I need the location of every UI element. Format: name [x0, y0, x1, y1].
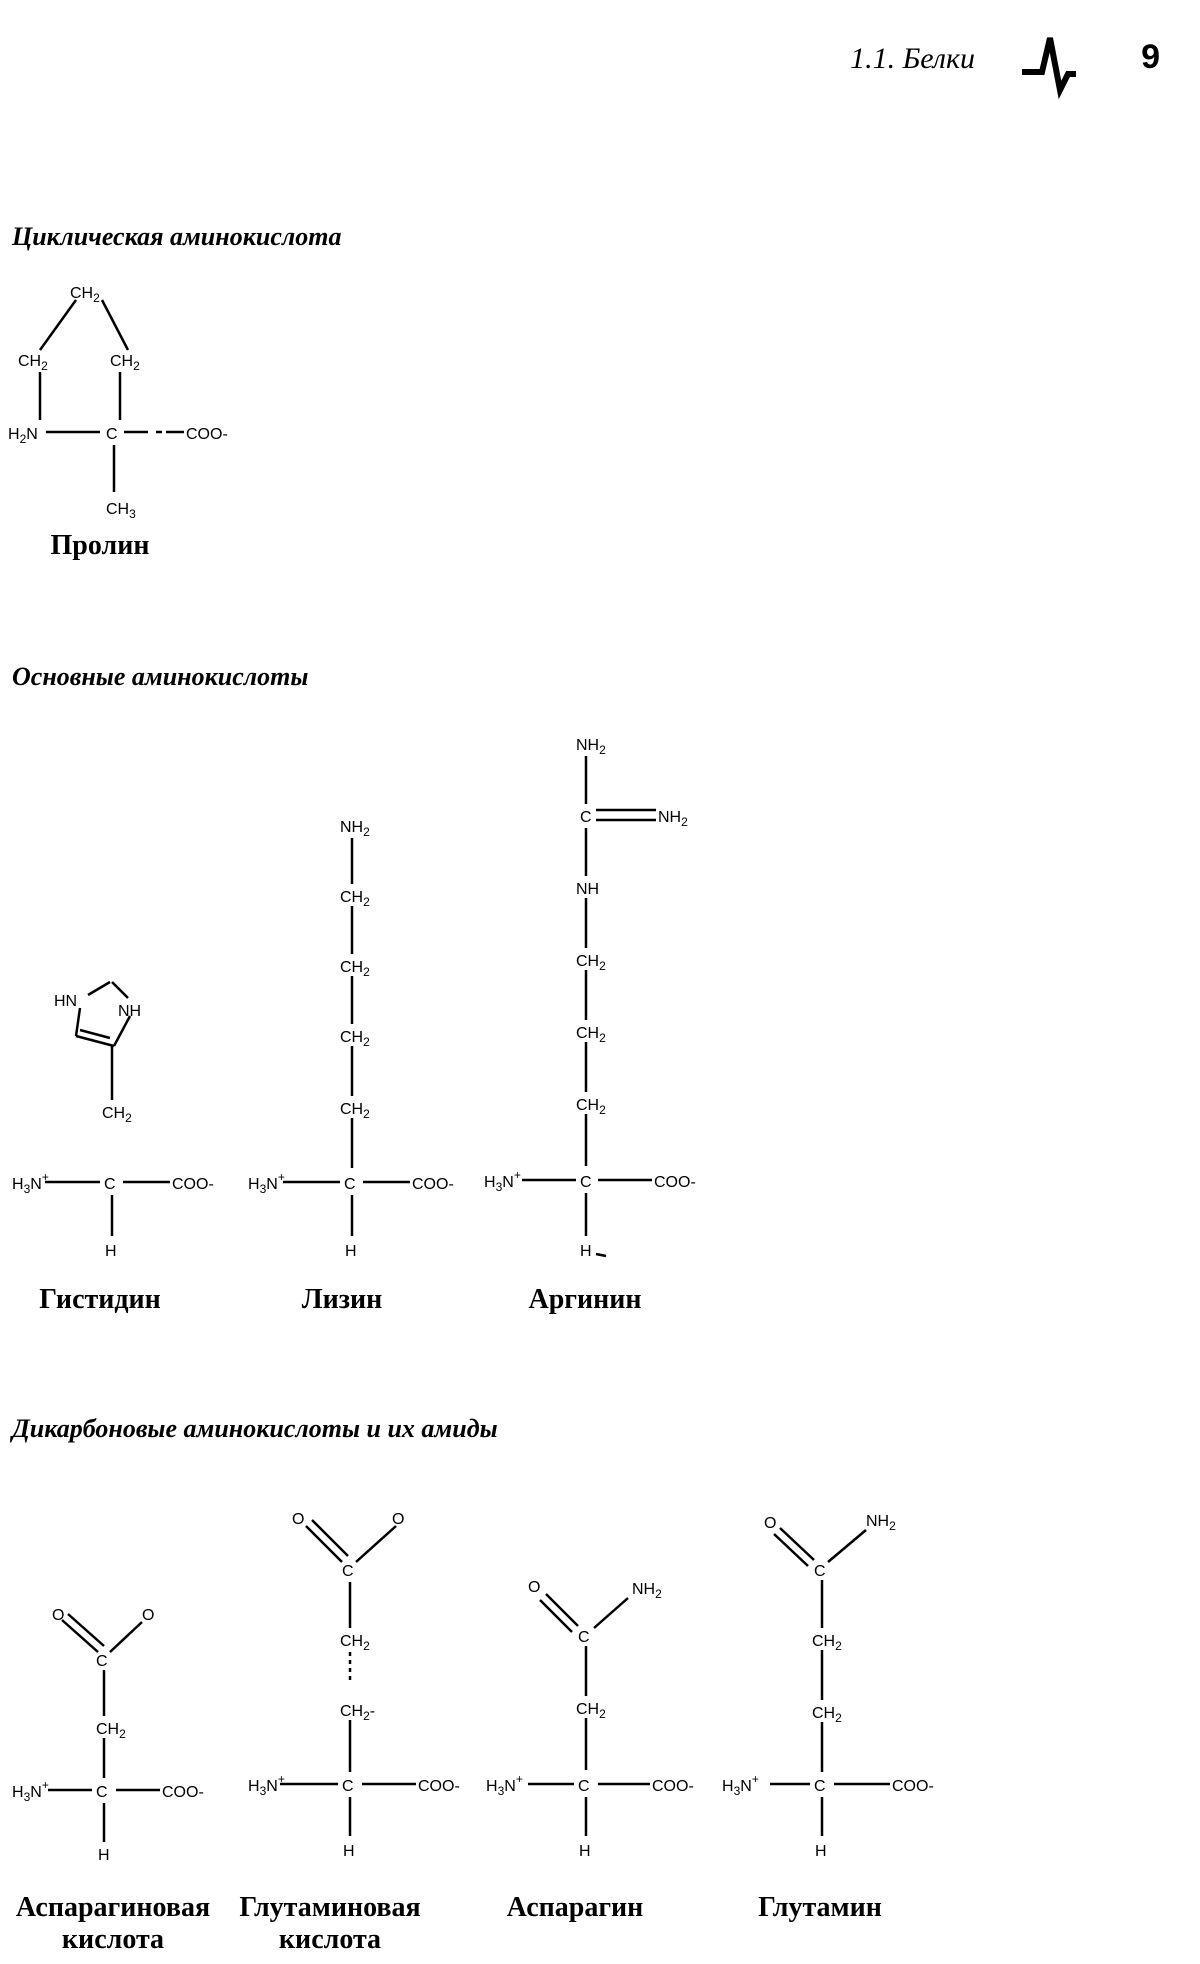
- svg-text:CH2: CH2: [812, 1633, 842, 1653]
- svg-text:CH2: CH2: [340, 1029, 370, 1049]
- svg-text:CH2: CH2: [340, 1101, 370, 1121]
- svg-text:COO-: COO-: [652, 1778, 694, 1795]
- svg-text:O: O: [392, 1511, 404, 1528]
- svg-text:CH2: CH2: [340, 959, 370, 979]
- svg-text:COO-: COO-: [412, 1176, 454, 1193]
- svg-text:COO-: COO-: [418, 1778, 460, 1795]
- name-arginine: Аргинин: [510, 1284, 660, 1316]
- svg-text:H: H: [580, 1243, 592, 1260]
- svg-text:C: C: [342, 1778, 354, 1795]
- name-proline: Пролин: [30, 530, 170, 562]
- svg-text:H3N+: H3N+: [248, 1772, 285, 1798]
- svg-text:H: H: [579, 1843, 591, 1860]
- svg-text:NH: NH: [576, 881, 599, 898]
- svg-text:CH2: CH2: [576, 1025, 606, 1045]
- svg-text:CH2-: CH2-: [340, 1703, 375, 1723]
- svg-text:H2N: H2N: [8, 426, 38, 446]
- svg-text:C: C: [578, 1778, 590, 1795]
- svg-text:NH2: NH2: [632, 1581, 662, 1601]
- svg-text:O: O: [764, 1515, 776, 1532]
- svg-text:NH: NH: [118, 1003, 141, 1020]
- svg-text:NH2: NH2: [658, 809, 688, 829]
- svg-text:NH2: NH2: [866, 1513, 896, 1533]
- svg-text:C: C: [814, 1563, 826, 1580]
- svg-text:CH2: CH2: [102, 1105, 132, 1125]
- svg-text:C: C: [106, 426, 118, 443]
- svg-text:O: O: [528, 1579, 540, 1596]
- svg-text:H3N+: H3N+: [12, 1170, 49, 1196]
- svg-text:H3N+: H3N+: [486, 1772, 523, 1798]
- svg-text:COO-: COO-: [172, 1176, 214, 1193]
- svg-text:CH2: CH2: [576, 1701, 606, 1721]
- svg-text:H3N+: H3N+: [248, 1170, 285, 1196]
- name-glutamine: Глутамин: [740, 1892, 900, 1924]
- svg-text:H: H: [345, 1243, 357, 1260]
- svg-text:CH2: CH2: [340, 889, 370, 909]
- svg-text:CH2: CH2: [96, 1721, 126, 1741]
- svg-text:COO-: COO-: [186, 426, 228, 443]
- svg-text:COO-: COO-: [162, 1784, 204, 1801]
- svg-text:C: C: [342, 1563, 354, 1580]
- glutamine-structure: [770, 1528, 890, 1836]
- svg-text:C: C: [580, 809, 592, 826]
- svg-text:C: C: [344, 1176, 356, 1193]
- svg-text:CH2: CH2: [18, 353, 48, 373]
- svg-text:NH2: NH2: [340, 819, 370, 839]
- svg-text:C: C: [96, 1653, 108, 1670]
- svg-text:H: H: [815, 1843, 827, 1860]
- svg-text:O: O: [142, 1607, 154, 1624]
- svg-text:CH3: CH3: [106, 501, 136, 521]
- svg-text:H: H: [98, 1847, 110, 1864]
- svg-text:HN: HN: [54, 993, 77, 1010]
- svg-text:H3N+: H3N+: [12, 1778, 49, 1804]
- svg-text:CH2: CH2: [576, 953, 606, 973]
- name-aspartic-acid: Аспарагиновая кислота: [6, 1892, 220, 1956]
- svg-text:H3N+: H3N+: [722, 1772, 759, 1798]
- svg-text:H3N+: H3N+: [484, 1168, 521, 1194]
- svg-text:NH2: NH2: [576, 737, 606, 757]
- svg-text:COO-: COO-: [654, 1174, 696, 1191]
- svg-text:H: H: [343, 1843, 355, 1860]
- svg-text:CH2: CH2: [110, 353, 140, 373]
- name-lysine: Лизин: [282, 1284, 402, 1316]
- name-histidine: Гистидин: [20, 1284, 180, 1316]
- svg-text:C: C: [580, 1174, 592, 1191]
- svg-text:CH2: CH2: [812, 1705, 842, 1725]
- svg-text:COO-: COO-: [892, 1778, 934, 1795]
- svg-text:O: O: [52, 1607, 64, 1624]
- svg-text:CH2: CH2: [576, 1097, 606, 1117]
- name-glutamic-acid: Глутаминовая кислота: [230, 1892, 430, 1956]
- svg-text:O: O: [292, 1511, 304, 1528]
- svg-text:C: C: [96, 1784, 108, 1801]
- name-asparagine: Аспарагин: [490, 1892, 660, 1924]
- svg-text:C: C: [104, 1176, 116, 1193]
- svg-text:H: H: [105, 1243, 117, 1260]
- svg-text:C: C: [578, 1629, 590, 1646]
- proline-structure: [40, 300, 184, 492]
- svg-text:CH2: CH2: [340, 1633, 370, 1653]
- svg-text:C: C: [814, 1778, 826, 1795]
